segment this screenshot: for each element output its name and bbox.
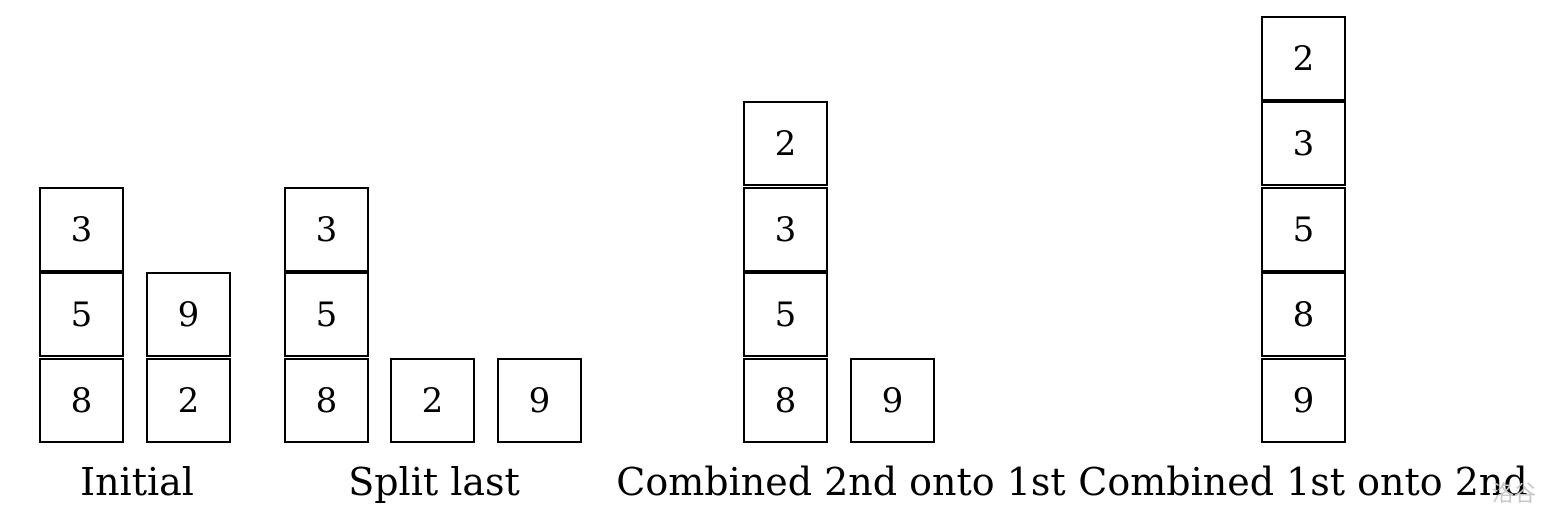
stack-box: 5 — [39, 272, 124, 357]
stack-box: 9 — [850, 358, 935, 443]
watermark-logo: 洛谷 — [1492, 482, 1537, 507]
stack-box: 3 — [1261, 101, 1346, 186]
panel-caption: Combined 2nd onto 1st — [616, 460, 1066, 504]
panel-caption: Combined 1st onto 2nd — [1078, 460, 1528, 504]
panel-caption: Split last — [348, 460, 520, 504]
stack-box: 5 — [743, 272, 828, 357]
stack-box: 2 — [743, 101, 828, 186]
stack-box: 8 — [1261, 272, 1346, 357]
stack-box: 8 — [39, 358, 124, 443]
stack-box: 8 — [743, 358, 828, 443]
stack-box: 9 — [497, 358, 582, 443]
stack-box: 5 — [284, 272, 369, 357]
stack-box: 2 — [1261, 16, 1346, 101]
stack-box: 2 — [146, 358, 231, 443]
stack-box: 3 — [743, 187, 828, 272]
stack-box: 9 — [146, 272, 231, 357]
stack-box: 3 — [39, 187, 124, 272]
stack-box: 9 — [1261, 358, 1346, 443]
stack-box: 3 — [284, 187, 369, 272]
stack-box: 8 — [284, 358, 369, 443]
stack-box: 5 — [1261, 187, 1346, 272]
stack-box: 2 — [390, 358, 475, 443]
panel-caption: Initial — [80, 460, 194, 504]
